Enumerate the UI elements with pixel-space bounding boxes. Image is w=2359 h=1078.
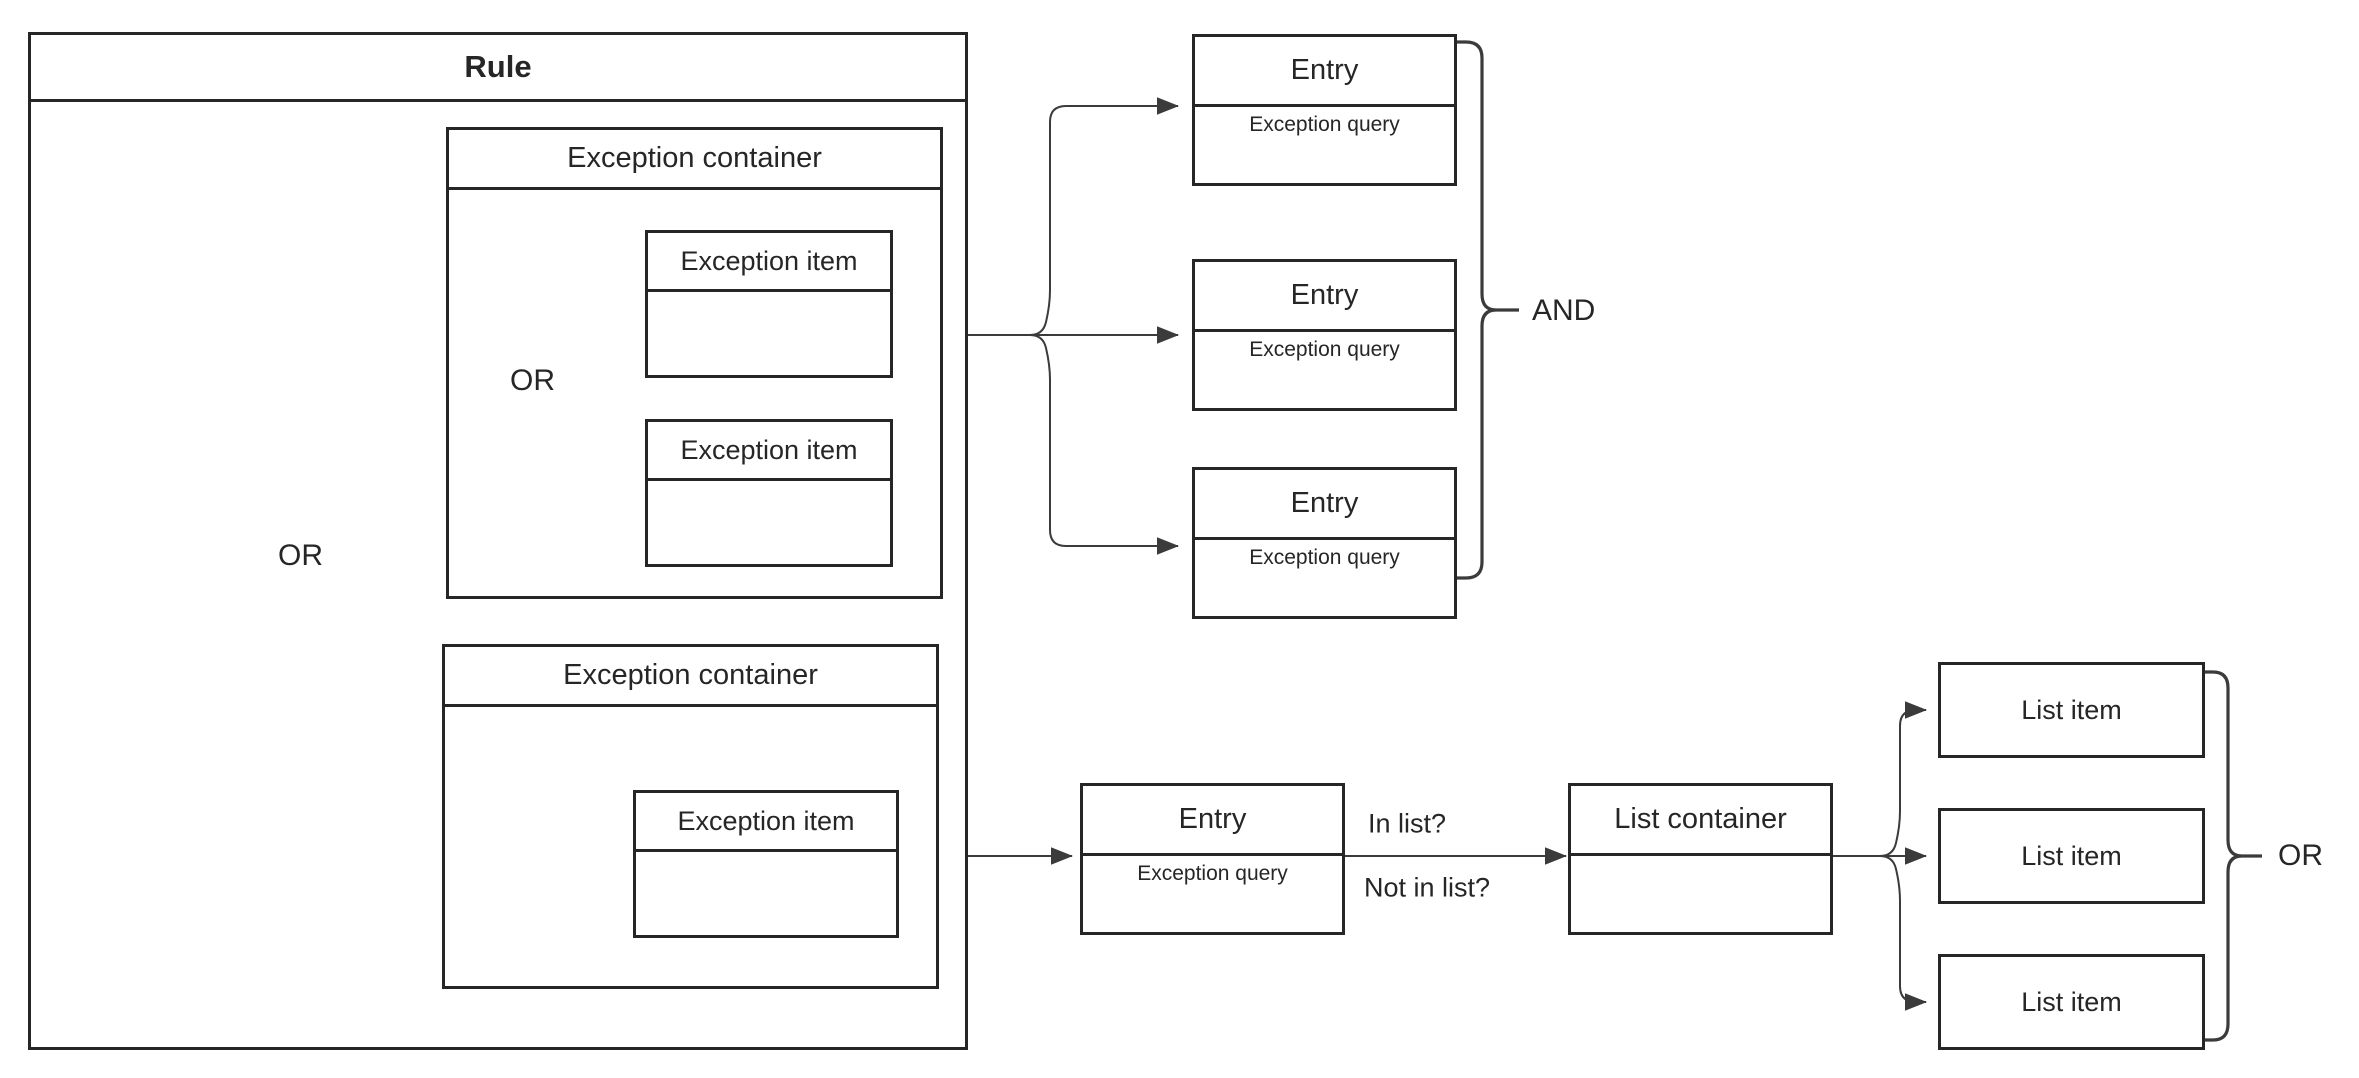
- exception-container-1-header: Exception container: [449, 130, 940, 190]
- exception-item-2-title: Exception item: [680, 434, 858, 465]
- exception-item-1[interactable]: Exception item: [645, 230, 893, 378]
- edge-label-in-list: In list?: [1368, 808, 1447, 839]
- entry-box-bottom[interactable]: Entry Exception query: [1080, 783, 1345, 935]
- exception-container-1-title: Exception container: [567, 142, 822, 174]
- exception-container-2-header: Exception container: [445, 647, 936, 707]
- list-item-1[interactable]: List item: [1938, 662, 2205, 758]
- entry-box-2-body: Exception query: [1195, 326, 1454, 408]
- entry-box-2[interactable]: Entry Exception query: [1192, 259, 1457, 411]
- inner-or-label: OR: [510, 364, 555, 397]
- entry-box-1[interactable]: Entry Exception query: [1192, 34, 1457, 186]
- entry-box-1-header: Entry: [1195, 37, 1454, 107]
- exception-item-3-body: [636, 849, 896, 935]
- split-listcontainer-to-listitems: [1832, 701, 1927, 1011]
- outer-or-label: OR: [278, 539, 323, 572]
- entry-box-bottom-query: Exception query: [1137, 862, 1288, 885]
- list-container-box[interactable]: List container: [1568, 783, 1833, 935]
- list-item-3-label: List item: [2021, 986, 2122, 1017]
- list-or-label: OR: [2278, 839, 2323, 872]
- rule-title: Rule: [464, 49, 532, 84]
- exception-item-2[interactable]: Exception item: [645, 419, 893, 567]
- entry-box-1-title: Entry: [1290, 54, 1359, 86]
- list-item-3[interactable]: List item: [1938, 954, 2205, 1050]
- entry-box-3-title: Entry: [1290, 487, 1359, 519]
- entry-box-1-query: Exception query: [1249, 113, 1400, 136]
- exception-item-1-header: Exception item: [648, 233, 890, 292]
- entry-box-2-title: Entry: [1290, 279, 1359, 311]
- exception-item-3-header: Exception item: [636, 793, 896, 852]
- list-container-body: [1571, 850, 1830, 932]
- entry-box-bottom-title: Entry: [1178, 803, 1247, 835]
- rule-header: Rule: [31, 35, 965, 102]
- exception-item-3[interactable]: Exception item: [633, 790, 899, 938]
- entry-box-bottom-body: Exception query: [1083, 850, 1342, 932]
- exception-item-2-body: [648, 478, 890, 564]
- entry-box-2-query: Exception query: [1249, 338, 1400, 361]
- list-item-2-label: List item: [2021, 840, 2122, 871]
- exception-item-1-title: Exception item: [680, 245, 858, 276]
- entry-box-3-query: Exception query: [1249, 546, 1400, 569]
- entry-box-3[interactable]: Entry Exception query: [1192, 467, 1457, 619]
- and-label: AND: [1532, 294, 1596, 327]
- exception-item-2-header: Exception item: [648, 422, 890, 481]
- exception-item-1-body: [648, 289, 890, 375]
- list-container-title: List container: [1614, 803, 1787, 835]
- brace-list-or: [2200, 670, 2262, 1042]
- list-item-1-label: List item: [2021, 694, 2122, 725]
- entry-box-2-header: Entry: [1195, 262, 1454, 332]
- entry-box-3-body: Exception query: [1195, 534, 1454, 616]
- list-container-header: List container: [1571, 786, 1830, 856]
- edge-label-not-in-list: Not in list?: [1364, 872, 1491, 903]
- exception-item-3-title: Exception item: [677, 805, 855, 836]
- entry-box-1-body: Exception query: [1195, 101, 1454, 183]
- entry-box-bottom-header: Entry: [1083, 786, 1342, 856]
- entry-box-3-header: Entry: [1195, 470, 1454, 540]
- exception-container-2-title: Exception container: [563, 659, 818, 691]
- brace-and: [1453, 40, 1519, 580]
- list-item-2[interactable]: List item: [1938, 808, 2205, 904]
